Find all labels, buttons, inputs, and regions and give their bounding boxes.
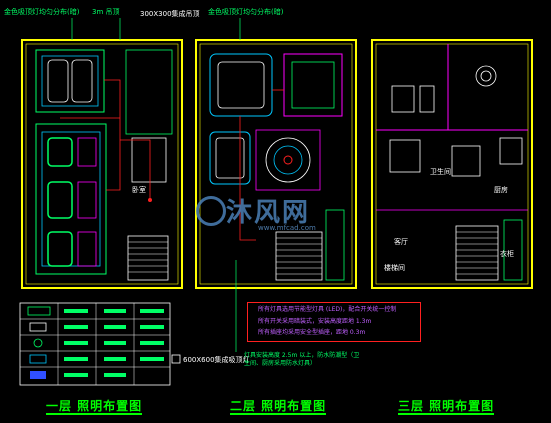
legend-extra-label: 600X600集成吸顶灯 (183, 356, 250, 364)
note-line-1: 所有灯具选用节能型灯具 (LED)，配合开关统一控制 (258, 306, 397, 313)
room-label-bedroom: 卧室 (132, 186, 146, 194)
room-label-stair: 楼梯间 (384, 264, 405, 272)
watermark-url: www.mfcad.com (258, 224, 316, 232)
watermark-text: 沐风网 (226, 198, 311, 228)
title-floor-3: 三层 照明布置图 (398, 399, 495, 415)
room-label-wardrobe: 衣柜 (500, 250, 514, 258)
note-line-3: 所有插座均采用安全型插座，距地 0.3m (258, 329, 366, 336)
lower-note: 灯具安装高度 2.5m 以上，防水防潮型（卫生间、厨房采用防水灯具） (244, 352, 360, 367)
callout-integrated-ceiling: 300X300集成吊顶 (140, 10, 200, 18)
floor-2-plan (195, 18, 357, 352)
callout-ceiling-light-1: 金色吸顶灯均匀分布(暗) (4, 8, 80, 16)
room-label-bathroom: 卫生间 (430, 168, 451, 176)
title-floor-2: 二层 照明布置图 (230, 399, 327, 415)
notes-box (247, 302, 421, 342)
floor-1-plan (21, 18, 183, 289)
room-label-living: 客厅 (394, 238, 408, 246)
title-floor-1: 一层 照明布置图 (46, 399, 143, 415)
legend-table (19, 302, 181, 386)
callout-ceiling-height: 3m 吊顶 (92, 8, 120, 16)
watermark-logo (196, 196, 226, 226)
callout-ceiling-light-2: 金色吸顶灯均匀分布(暗) (208, 8, 284, 16)
floor-3-plan (371, 39, 533, 289)
room-label-kitchen: 厨房 (494, 186, 508, 194)
note-line-2: 所有开关采用暗装式，安装高度距地 1.3m (258, 318, 372, 325)
